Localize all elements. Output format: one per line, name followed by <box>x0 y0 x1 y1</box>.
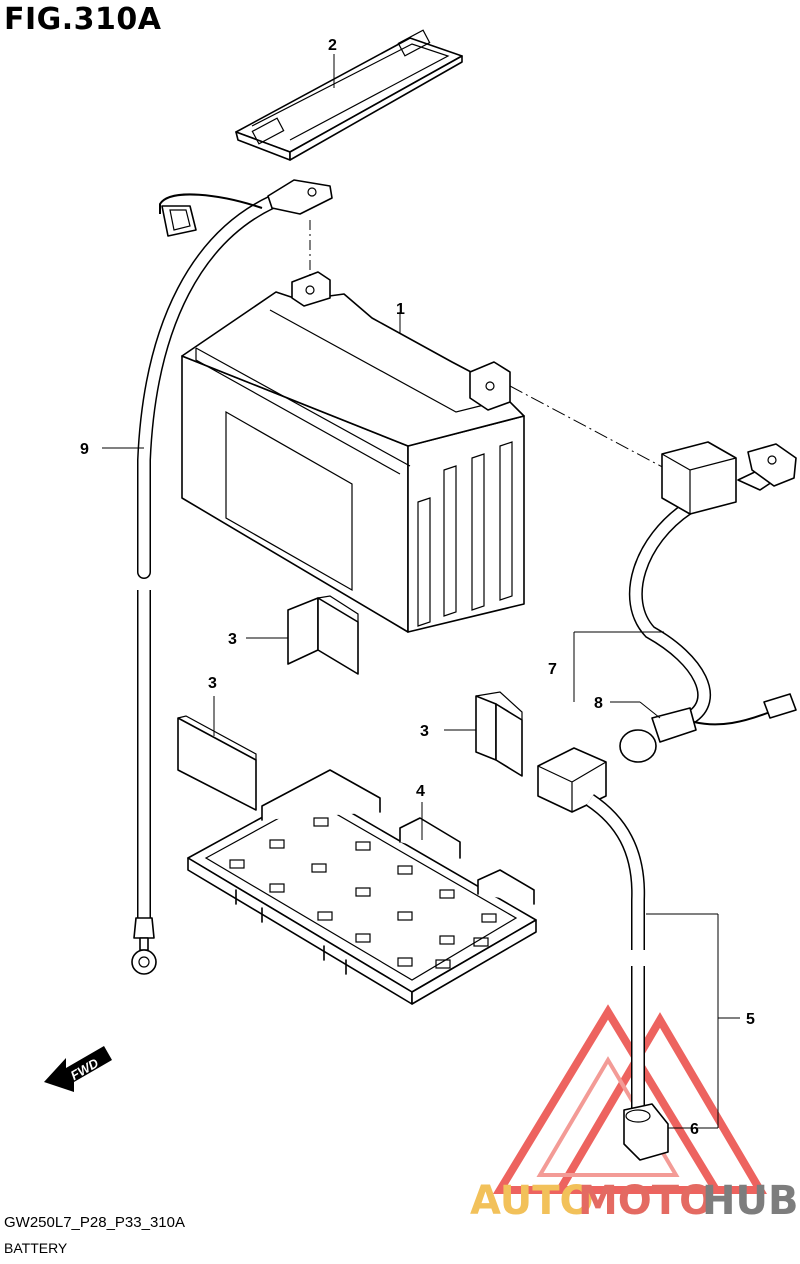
callout-5: 5 <box>746 1011 755 1028</box>
battery-pad-flat <box>177 715 257 811</box>
callout-8: 8 <box>594 695 603 712</box>
callout-7: 7 <box>548 661 557 678</box>
fwd-arrow-icon: FWD <box>44 1046 112 1092</box>
leader-8b <box>639 701 661 719</box>
watermark-hub: HUB <box>702 1178 798 1224</box>
watermark-logo <box>492 1004 767 1194</box>
callout-3-left: 3 <box>208 675 217 692</box>
callout-9: 9 <box>80 441 89 458</box>
callout-3-right: 3 <box>420 723 429 740</box>
callout-6: 6 <box>690 1121 699 1138</box>
figure-code: GW250L7_P28_P33_310A <box>4 1214 185 1231</box>
battery-tray <box>187 769 537 1005</box>
watermark-moto: MOTO <box>578 1178 713 1224</box>
positive-lead-wire <box>619 441 797 763</box>
callout-4: 4 <box>416 783 425 800</box>
centerline-positive <box>509 385 669 471</box>
starter-lead-wire <box>537 747 669 1161</box>
callout-2: 2 <box>328 37 337 54</box>
figure-title: FIG.310A <box>4 2 162 37</box>
callout-3-upper: 3 <box>228 631 237 648</box>
figure-name: BATTERY <box>4 1240 68 1256</box>
battery-strap <box>235 29 463 161</box>
callout-1: 1 <box>396 301 405 318</box>
watermark-auto: AUTO <box>470 1178 594 1224</box>
battery-pad-right <box>475 691 523 777</box>
battery-pad-upper <box>287 595 359 675</box>
battery <box>181 271 525 633</box>
watermark-wordmark: AUTO MOTO HUB <box>470 1178 798 1224</box>
negative-lead-wire <box>131 179 333 975</box>
